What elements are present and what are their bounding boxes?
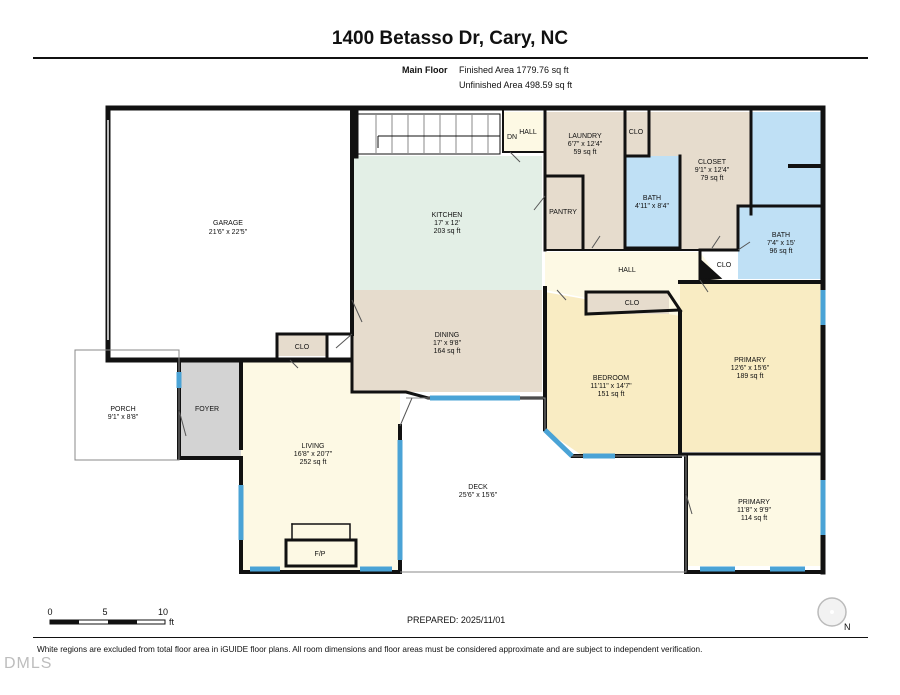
clo-bedroom: CLO (625, 300, 640, 307)
living-dims: 16'8" x 20'7" (294, 451, 333, 458)
bedroom-name: BEDROOM (593, 375, 629, 382)
closet-name: CLOSET (698, 159, 727, 166)
foyer-fill (179, 362, 241, 456)
prepared-date: PREPARED: 2025/11/01 (407, 615, 506, 625)
fireplace-label: F/P (315, 551, 326, 558)
scale-bar: 0 5 10 ft (47, 607, 174, 627)
bath2-name: BATH (772, 232, 790, 239)
bath1-name: BATH (643, 195, 661, 202)
primary2-name: PRIMARY (738, 499, 770, 506)
bedroom-fill (545, 292, 680, 454)
hall-main: HALL (618, 267, 636, 274)
foyer-label: FOYER (195, 406, 219, 413)
pantry-fill (545, 176, 583, 248)
hall-upper-fill (503, 112, 543, 152)
bath1-fill (625, 156, 680, 249)
primary2-dims: 11'8" x 9'9" (737, 507, 771, 514)
plan-title: 1400 Betasso Dr, Cary, NC (331, 28, 569, 49)
bath2-upper-fill (751, 112, 821, 212)
clo-living: CLO (295, 344, 310, 351)
laundry-dims: 6'7" x 12'4" (568, 141, 603, 148)
scale-tick-5: 5 (102, 607, 107, 617)
clo-bath: CLO (717, 262, 732, 269)
dining-name: DINING (435, 332, 460, 339)
porch-outline (74, 349, 180, 461)
clo-laundry-fill (625, 112, 649, 156)
living-fill (241, 335, 400, 570)
primary1-name: PRIMARY (734, 357, 766, 364)
garage-name: GARAGE (213, 220, 243, 227)
watermark: DMLS (4, 655, 53, 672)
compass-north: N (844, 622, 851, 632)
compass-icon: N (817, 597, 851, 632)
kitchen-name: KITCHEN (432, 212, 463, 219)
living-area: 252 sq ft (300, 459, 327, 466)
primary1-dims: 12'6" x 15'6" (731, 365, 770, 372)
closet-area: 79 sq ft (701, 175, 724, 182)
kitchen-area: 203 sq ft (434, 228, 461, 235)
primary1-fill (680, 280, 821, 452)
laundry-area: 59 sq ft (574, 149, 597, 156)
bedroom-area: 151 sq ft (598, 391, 625, 398)
pantry-label: PANTRY (549, 209, 577, 216)
footnote: White regions are excluded from total fl… (37, 645, 703, 654)
room-labels: GARAGE 21'6" x 22'5" KITCHEN 17' x 12' 2… (108, 129, 795, 558)
footer-rule (33, 637, 868, 638)
kitchen-dims: 17' x 12' (434, 220, 460, 227)
garage-dims: 21'6" x 22'5" (209, 229, 248, 236)
floor-label: Main Floor (402, 65, 448, 75)
porch-dims: 9'1" x 8'8" (108, 414, 139, 421)
dining-dims: 17' x 9'8" (433, 340, 462, 347)
primary2-fill (688, 456, 821, 566)
title-rule (33, 57, 868, 59)
unfinished-area: Unfinished Area 498.59 sq ft (459, 80, 573, 90)
dining-area: 164 sq ft (434, 348, 461, 355)
closet-dims: 9'1" x 12'4" (695, 167, 730, 174)
windows (176, 290, 826, 572)
door-swings (178, 151, 751, 515)
laundry-name: LAUNDRY (568, 133, 602, 140)
living-name: LIVING (302, 443, 325, 450)
clo-laundry: CLO (629, 129, 644, 136)
scale-tick-0: 0 (47, 607, 52, 617)
stairs (357, 113, 501, 155)
deck-dims: 25'6" x 15'6" (459, 492, 498, 499)
kitchen-fill (352, 156, 542, 290)
bath2-area: 96 sq ft (770, 248, 793, 255)
scale-unit: ft (169, 617, 175, 627)
bath2-fill (738, 206, 821, 279)
primary2-area: 114 sq ft (741, 515, 767, 522)
bath1-dims: 4'11" x 8'4" (635, 203, 669, 210)
clo-bedroom-fill (586, 291, 669, 314)
dining-fill (352, 290, 542, 392)
bath2-dims: 7'4" x 15' (767, 240, 795, 247)
hall-fill (545, 252, 720, 316)
deck-name: DECK (468, 484, 488, 491)
clo-living-fill (277, 334, 327, 356)
finished-area: Finished Area 1779.76 sq ft (459, 65, 569, 75)
scale-tick-10: 10 (158, 607, 168, 617)
porch-name: PORCH (110, 406, 135, 413)
bedroom-dims: 11'11" x 14'7" (590, 383, 632, 390)
garage-fill (110, 110, 350, 358)
down-label: DN (507, 134, 517, 141)
hall-upper: HALL (519, 129, 537, 136)
primary1-area: 189 sq ft (737, 373, 764, 380)
